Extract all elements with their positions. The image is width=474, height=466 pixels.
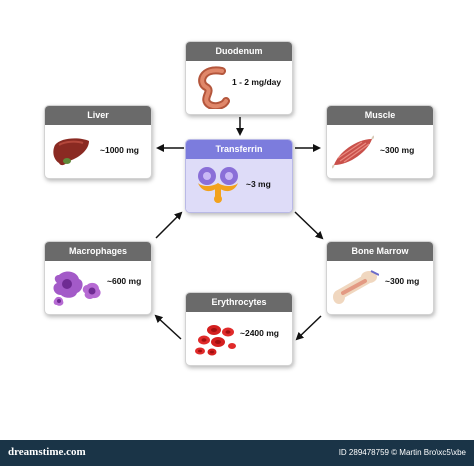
duodenum-card: Duodenum 1 - 2 mg/day	[185, 41, 293, 115]
liver-icon	[53, 138, 89, 166]
duodenum-title: Duodenum	[186, 42, 292, 61]
erythrocytes-card: Erythrocytes ~2400 mg	[185, 292, 293, 366]
arrow-macrophages-to-transferrin	[155, 211, 183, 239]
macrophage-cells-icon	[53, 271, 101, 306]
bone-marrow-card: Bone Marrow ~300 mg	[326, 241, 434, 315]
red-blood-cells-icon	[195, 325, 236, 356]
macrophages-title: Macrophages	[45, 242, 151, 261]
footer-image-id: ID 289478759 © Martin Bro\xc5\xbe	[338, 448, 466, 457]
arrow-bone-marrow-to-erythrocytes	[295, 315, 322, 341]
flow-arrows	[154, 117, 324, 341]
liver-value: ~1000 mg	[100, 145, 139, 155]
muscle-card: Muscle ~300 mg	[326, 105, 434, 179]
liver-title: Liver	[45, 106, 151, 125]
transferrin-molecule-icon	[198, 167, 238, 203]
macrophages-value: ~600 mg	[107, 276, 142, 286]
liver-card: Liver ~1000 mg	[44, 105, 152, 179]
macrophages-card: Macrophages ~600 mg	[44, 241, 152, 315]
muscle-value: ~300 mg	[380, 145, 415, 155]
transferrin-value: ~3 mg	[246, 179, 271, 189]
transferrin-title: Transferrin	[186, 140, 292, 159]
footer-bar: dreamstime.com ID 289478759 © Martin Bro…	[0, 440, 474, 466]
muscle-icon	[332, 135, 374, 169]
bone-marrow-value: ~300 mg	[385, 276, 420, 286]
erythrocytes-value: ~2400 mg	[240, 328, 279, 338]
erythrocytes-title: Erythrocytes	[186, 293, 292, 312]
bone-marrow-title: Bone Marrow	[327, 242, 433, 261]
duodenum-value: 1 - 2 mg/day	[232, 77, 282, 87]
muscle-title: Muscle	[327, 106, 433, 125]
intestine-icon	[198, 66, 230, 109]
arrow-transferrin-to-bone-marrow	[294, 211, 324, 240]
arrow-erythrocytes-to-macrophages	[154, 314, 182, 340]
bone-icon	[333, 270, 379, 304]
transferrin-card: Transferrin ~3 mg	[185, 139, 293, 213]
footer-brand: dreamstime.com	[8, 446, 86, 458]
